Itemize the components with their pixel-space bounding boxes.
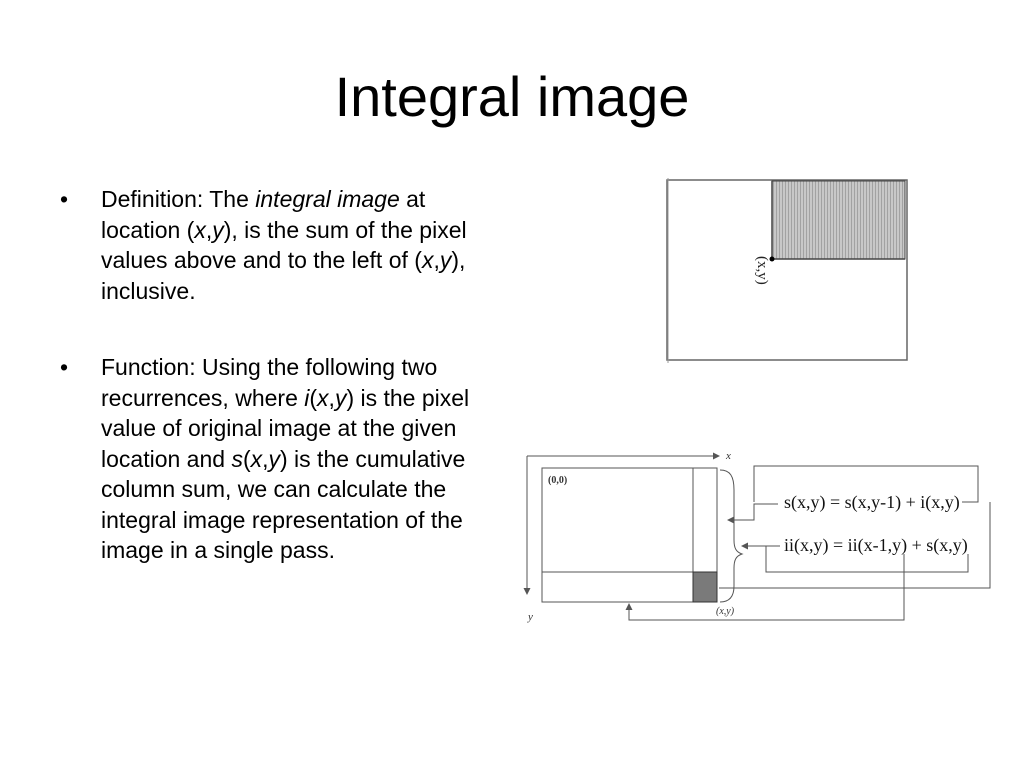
integral-image-figure: (x,y) — [666, 178, 908, 363]
text-run: Definition: The — [101, 186, 256, 212]
text-run: , — [205, 216, 213, 243]
text-run: integral image — [255, 186, 400, 212]
connector-right-return — [719, 502, 991, 589]
y-axis-label: y — [527, 611, 533, 623]
text-run: x — [194, 216, 206, 243]
text-run: y — [334, 384, 347, 411]
text-run: x — [250, 445, 263, 472]
text-run: s — [231, 445, 243, 472]
text-run: y — [439, 247, 452, 273]
text-run: , — [328, 384, 335, 411]
text-run: ) is the cumulative column sum, we can c… — [101, 445, 466, 564]
current-pixel-cell — [692, 571, 718, 603]
text-run: y — [212, 216, 224, 243]
point-label: (x,y) — [754, 256, 770, 285]
point-label: (x,y) — [716, 606, 735, 617]
text-run: at location ( — [101, 186, 426, 243]
bullet-marker: • — [60, 186, 69, 212]
text-run: ), inclusive. — [101, 247, 466, 304]
x-axis-label: x — [725, 450, 731, 462]
slide-title: Integral image — [334, 65, 690, 128]
text-run: ), is the sum of the pixel values above … — [101, 216, 467, 274]
text-run: , — [262, 445, 269, 472]
bullet-marker: • — [60, 354, 69, 380]
connector-eq1-left — [727, 503, 778, 524]
brace — [719, 469, 744, 603]
text-run: ) is the pixel value of original image a… — [101, 384, 470, 472]
summed-region — [771, 180, 906, 260]
text-run: , — [433, 247, 440, 273]
text-run: i — [304, 384, 310, 411]
text-run: Function: Using the following two recurr… — [101, 354, 438, 411]
text-run: y — [268, 445, 281, 472]
bullet-text: Function: Using the following two recurr… — [101, 352, 501, 566]
recurrence-diagram: x y (0,0) (x,y) s(x,y) = s(x,y-1) + i(x,… — [523, 450, 991, 623]
connector-eq2-bottom — [765, 546, 969, 573]
text-run: ( — [309, 384, 318, 411]
text-run: x — [317, 384, 329, 411]
origin-label: (0,0) — [548, 475, 567, 486]
text-run: ( — [242, 445, 251, 472]
point-marker — [769, 256, 775, 262]
equation-integral-image: ii(x,y) = ii(x-1,y) + s(x,y) — [784, 535, 968, 556]
connector-bottom-return — [625, 554, 905, 621]
text-run: x — [421, 247, 434, 273]
connector-eq1-right — [753, 465, 979, 503]
equation-column-sum: s(x,y) = s(x,y-1) + i(x,y) — [784, 492, 960, 513]
bullet-text: Definition: The integral image at locati… — [101, 184, 501, 306]
image-area — [541, 467, 718, 603]
